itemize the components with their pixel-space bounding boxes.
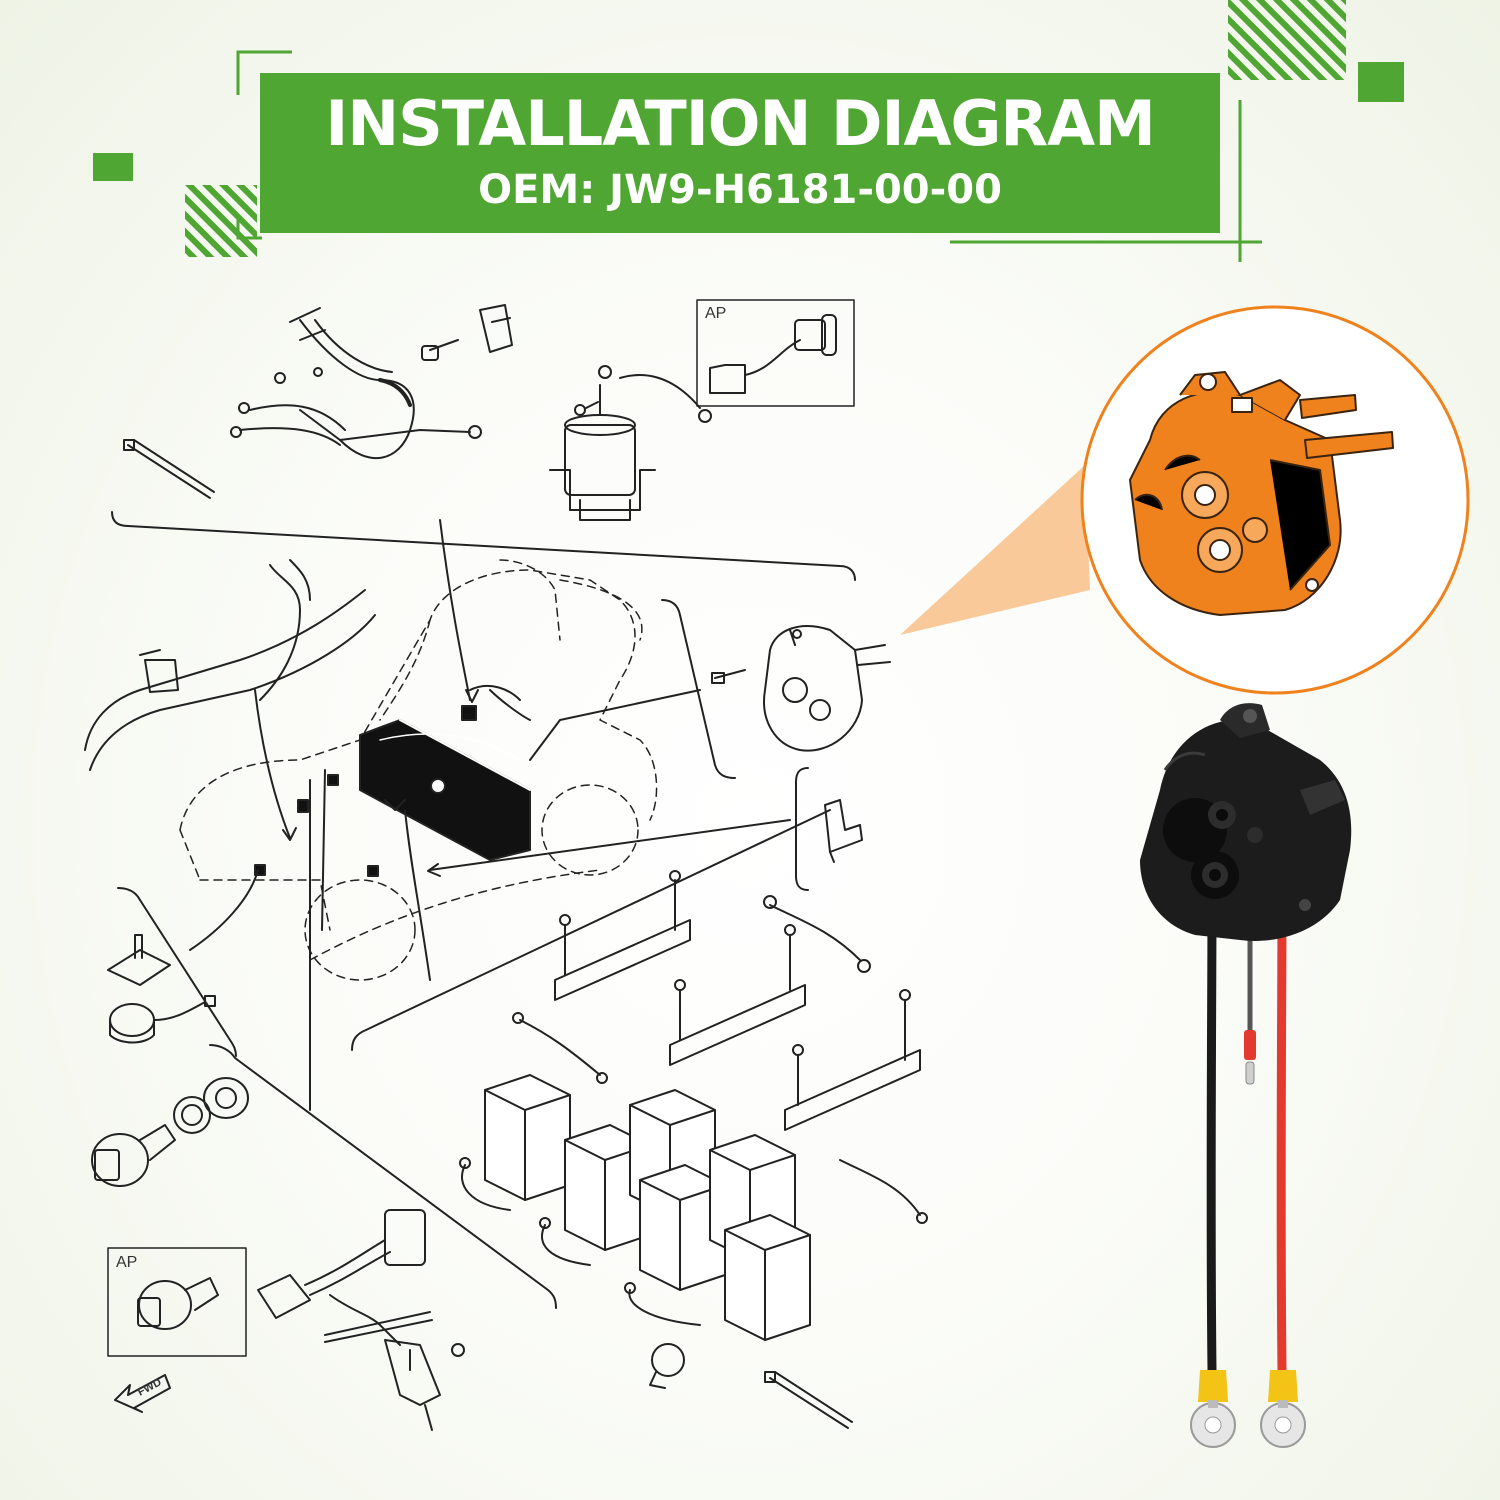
wiring-harness-icon [230, 307, 482, 459]
hold-down-bracket-icon [554, 870, 921, 1131]
deco-square-left [93, 153, 133, 181]
cart-body-frame [84, 559, 376, 771]
charger-receptacle-icon [1129, 371, 1394, 616]
callout-pointer [900, 465, 1090, 635]
deco-square-right [1358, 62, 1404, 102]
bracket-bottom-left [236, 218, 262, 240]
hatch-square-left [185, 185, 257, 257]
group-divider-lower-left [117, 887, 237, 1057]
ap-inset-bottom [107, 1247, 247, 1357]
group-divider-clip [795, 767, 809, 891]
ap-label-top: AP [705, 305, 726, 322]
group-divider-batteries [351, 809, 831, 1051]
fwd-arrow-icon [114, 1374, 171, 1413]
group-divider-top [111, 511, 856, 581]
oem-part-number: OEM: JW9-H6181-00-00 [478, 167, 1002, 213]
cable-tie-bottom-icon [764, 1371, 853, 1429]
harness-connectors [254, 684, 531, 877]
charger-receptacle-with-wires-icon [1140, 703, 1352, 1448]
charger-receptacle-line-icon [711, 625, 891, 752]
battery-pack-icon [359, 719, 531, 861]
header-banner: INSTALLATION DIAGRAM OEM: JW9-H6181-00-0… [260, 73, 1220, 233]
page-title: INSTALLATION DIAGRAM [325, 87, 1156, 160]
wire-clip-icon [824, 799, 863, 863]
ap-label-bottom: AP [116, 1254, 137, 1271]
pedal-switch-harness-icon [257, 1209, 465, 1431]
golf-cart-outline [179, 559, 658, 981]
cable-clamp-icon [649, 1343, 685, 1389]
cable-tie-icon [123, 439, 215, 499]
hatch-square-right [1228, 0, 1346, 80]
bracket-clip-icon [479, 304, 513, 353]
leader-lines [189, 519, 791, 1111]
bolt-icon [421, 339, 459, 361]
speed-sensor-icon [107, 934, 216, 1044]
bracket-top-left [236, 50, 292, 95]
battery-cables [459, 895, 928, 1326]
group-divider-key [209, 1044, 557, 1309]
solenoid-icon [549, 365, 712, 521]
battery-icon [484, 1074, 811, 1341]
ap-inset-top [696, 299, 855, 407]
group-divider-receptacle [661, 599, 736, 779]
key-switch-icon [91, 1077, 249, 1187]
